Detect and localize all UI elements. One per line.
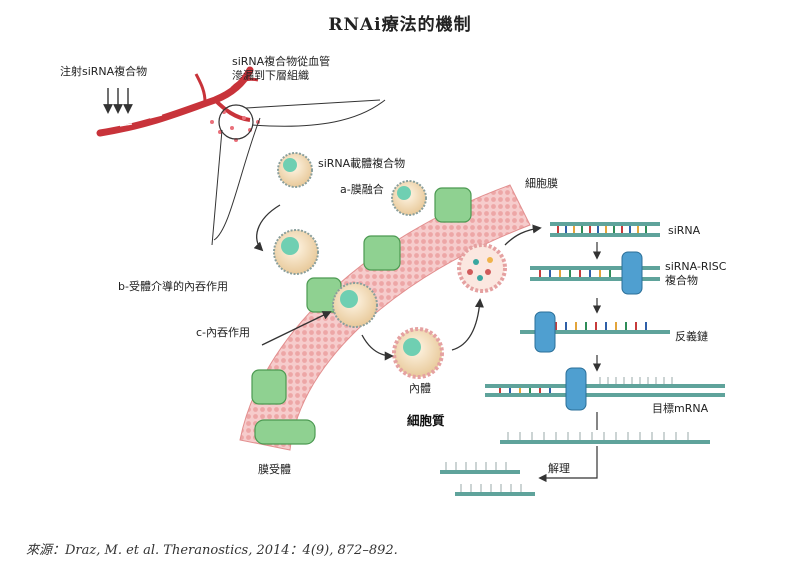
degraded-fragments bbox=[440, 462, 535, 496]
leakage-dots bbox=[210, 110, 260, 142]
membrane-receptor bbox=[251, 187, 472, 445]
label-degradation: 解理 bbox=[548, 461, 570, 475]
sirna-risc-complex bbox=[530, 251, 660, 295]
label-receptor-endocytosis: b-受體介導的內吞作用 bbox=[118, 279, 228, 293]
label-target-mrna: 目標mRNA bbox=[652, 401, 709, 415]
label-risc-line2: 複合物 bbox=[665, 273, 698, 287]
receptor-vesicle bbox=[273, 229, 319, 275]
fusing-vesicle bbox=[391, 180, 427, 216]
label-membrane-receptor: 膜受體 bbox=[258, 463, 291, 476]
source-citation: 來源：Draz, M. et al. Theranostics, 2014：4(… bbox=[26, 543, 398, 558]
endosome bbox=[392, 327, 444, 379]
blood-vessel bbox=[96, 66, 259, 137]
pathway-arrows bbox=[253, 204, 542, 361]
label-cytoplasm: 細胞質 bbox=[407, 413, 445, 428]
page-title: RNAi療法的機制 bbox=[328, 15, 472, 35]
sirna-duplex bbox=[550, 222, 660, 237]
injection-arrows bbox=[103, 88, 133, 114]
zoom-circle bbox=[218, 104, 254, 140]
label-cell-membrane: 細胞膜 bbox=[525, 177, 558, 190]
label-carrier: siRNA載體複合物 bbox=[318, 156, 405, 170]
cleaved-mrna bbox=[500, 432, 710, 444]
cell-membrane bbox=[239, 184, 531, 451]
label-antisense: 反義鏈 bbox=[675, 329, 708, 343]
label-inject: 注射siRNA複合物 bbox=[60, 64, 147, 78]
label-leak-line1: siRNA複合物從血管 bbox=[232, 54, 330, 68]
label-risc-line1: siRNA-RISC bbox=[665, 260, 727, 273]
label-sirna: siRNA bbox=[668, 224, 701, 237]
endocytosis-vesicle bbox=[332, 282, 378, 328]
sirna-carrier bbox=[277, 152, 313, 188]
target-mrna bbox=[485, 367, 725, 411]
label-membrane-fusion: a-膜融合 bbox=[340, 182, 384, 196]
label-endocytosis: c-內吞作用 bbox=[196, 326, 250, 339]
label-endosome: 內體 bbox=[409, 382, 431, 395]
label-leak-line2: 滲漏到下層組織 bbox=[232, 69, 309, 82]
released-complex bbox=[457, 243, 507, 293]
zoom-lines bbox=[211, 99, 386, 246]
antisense-strand bbox=[520, 311, 670, 353]
